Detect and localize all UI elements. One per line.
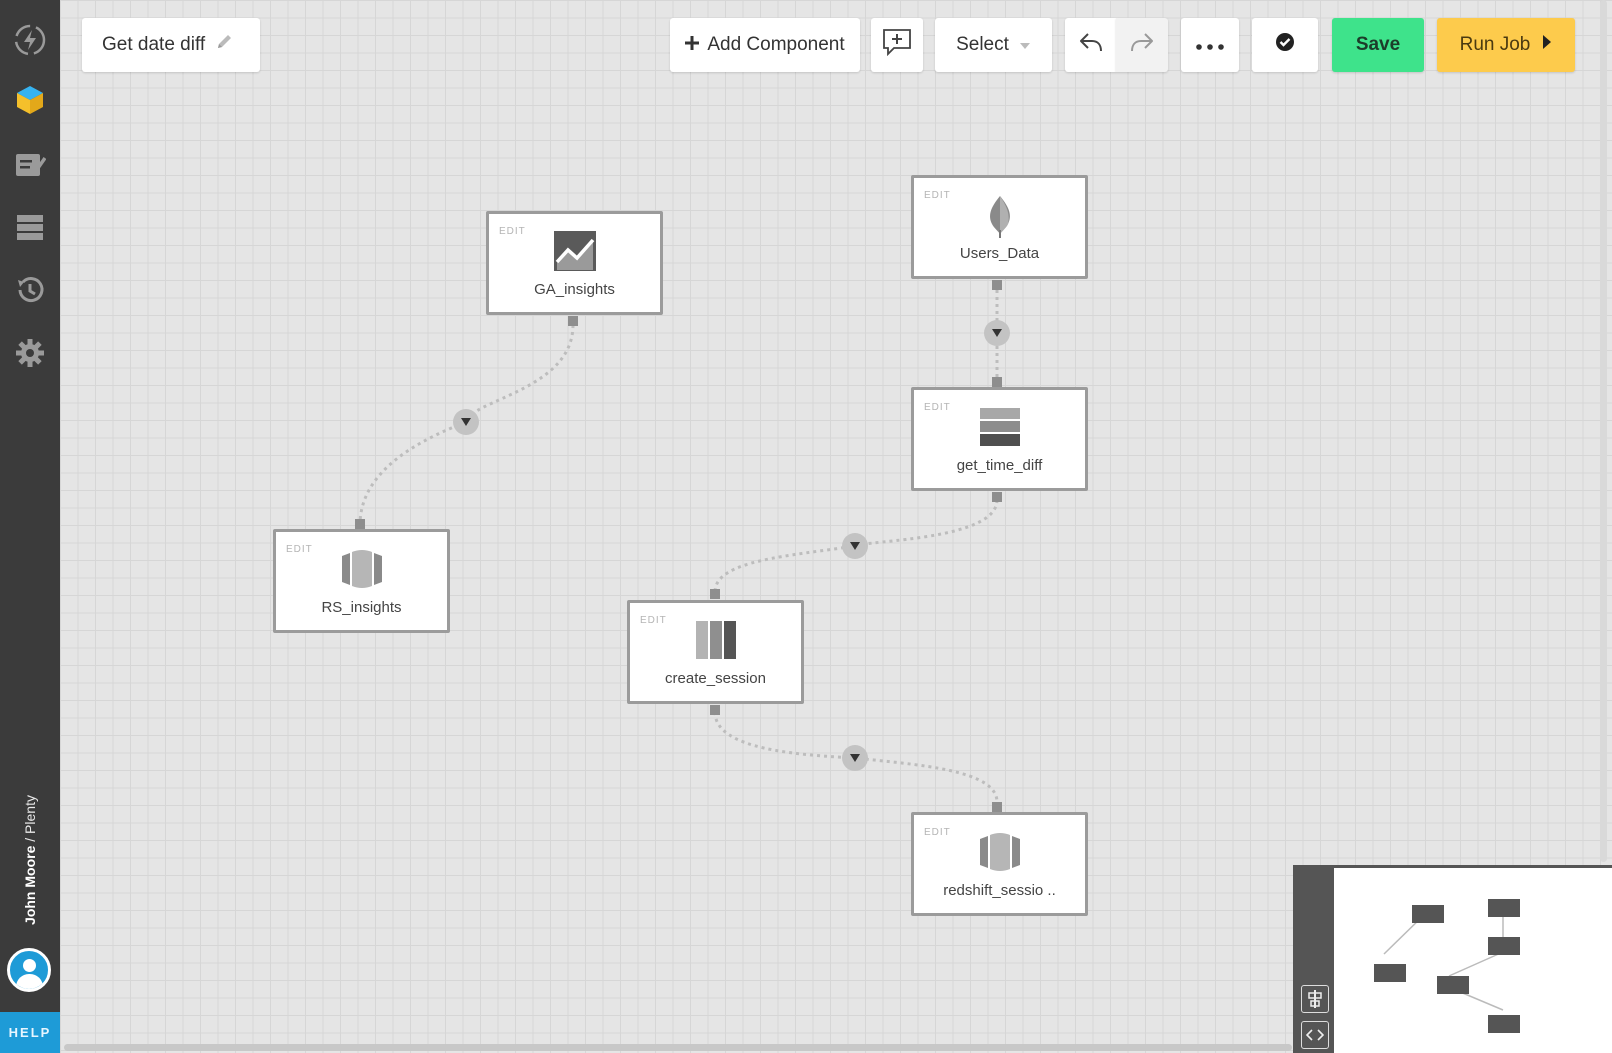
analytics-icon xyxy=(553,230,597,277)
redo-button[interactable] xyxy=(1116,18,1168,72)
mongodb-leaf-icon xyxy=(986,194,1014,243)
node-label: Users_Data xyxy=(959,245,1040,262)
run-job-label: Run Job xyxy=(1459,34,1531,55)
help-button[interactable]: HELP xyxy=(0,1012,60,1053)
gear-icon[interactable] xyxy=(10,333,50,373)
minimap-node xyxy=(1374,964,1406,982)
minimap-node xyxy=(1488,899,1520,917)
job-title-text: Get date diff xyxy=(102,34,206,55)
history-icon[interactable] xyxy=(10,270,50,310)
edge-toggle-session-redshift[interactable] xyxy=(842,745,868,771)
node-output-port[interactable] xyxy=(710,705,720,715)
node-label: get_time_diff xyxy=(956,457,1043,474)
validate-button[interactable] xyxy=(1252,18,1318,72)
undo-button[interactable] xyxy=(1065,18,1116,72)
save-button[interactable]: Save xyxy=(1332,18,1424,72)
code-icon[interactable] xyxy=(1301,1021,1329,1049)
node-redshift-session[interactable]: EDIT redshift_sessio .. xyxy=(911,812,1088,916)
comment-plus-icon xyxy=(882,28,912,62)
edge-toggle-timediff-session[interactable] xyxy=(842,533,868,559)
node-label: create_session xyxy=(665,670,766,687)
lightning-icon[interactable] xyxy=(10,20,50,60)
database-icon[interactable] xyxy=(10,207,50,247)
columns-icon xyxy=(694,619,738,666)
node-input-port[interactable] xyxy=(355,519,365,529)
vertical-scrollbar[interactable] xyxy=(1600,0,1607,862)
node-label: redshift_sessio .. xyxy=(943,882,1056,899)
edge-toggle-ga-rs[interactable] xyxy=(453,409,479,435)
select-label: Select xyxy=(956,34,1009,55)
add-component-label: Add Component xyxy=(707,34,845,55)
node-input-port[interactable] xyxy=(992,377,1002,387)
node-ga-insights[interactable]: EDIT GA_insights xyxy=(486,211,663,315)
node-output-port[interactable] xyxy=(568,316,578,326)
node-users-data[interactable]: EDIT Users_Data xyxy=(911,175,1088,279)
node-edit-label[interactable]: EDIT xyxy=(640,615,667,626)
minimap-node xyxy=(1437,976,1469,994)
job-title[interactable]: Get date diff xyxy=(82,18,260,72)
run-job-button[interactable]: Run Job xyxy=(1437,18,1575,72)
check-circle-icon xyxy=(1275,32,1295,58)
add-component-button[interactable]: Add Component xyxy=(670,18,860,72)
org-name: Plenty xyxy=(22,795,38,834)
user-name: John Moore xyxy=(22,845,38,925)
cube-icon[interactable] xyxy=(10,80,50,120)
select-dropdown[interactable]: Select xyxy=(935,18,1052,72)
minimap-node xyxy=(1412,905,1444,923)
minimap-node xyxy=(1488,1015,1520,1033)
edge-toggle-users-timediff[interactable] xyxy=(984,320,1010,346)
node-output-port[interactable] xyxy=(992,492,1002,502)
add-comment-button[interactable] xyxy=(871,18,923,72)
node-edit-label[interactable]: EDIT xyxy=(286,544,313,555)
sidebar: John Moore / Plenty HELP xyxy=(0,0,60,1053)
node-rs-insights[interactable]: EDIT RS_insights xyxy=(273,529,450,633)
stack-icon xyxy=(978,406,1022,453)
redo-icon xyxy=(1129,31,1155,59)
checklist-icon[interactable] xyxy=(10,144,50,184)
horizontal-scrollbar[interactable] xyxy=(64,1044,1292,1051)
minimap-node xyxy=(1488,937,1520,955)
name-separator: / xyxy=(22,833,38,846)
pencil-icon[interactable] xyxy=(215,33,233,57)
node-output-port[interactable] xyxy=(992,280,1002,290)
align-icon[interactable] xyxy=(1301,985,1329,1013)
node-edit-label[interactable]: EDIT xyxy=(924,190,951,201)
node-label: GA_insights xyxy=(534,281,615,298)
minimap-controls xyxy=(1296,868,1334,1053)
play-icon xyxy=(1542,34,1552,56)
minimap[interactable] xyxy=(1293,865,1612,1053)
node-edit-label[interactable]: EDIT xyxy=(924,402,951,413)
more-options-button[interactable] xyxy=(1181,18,1239,72)
plus-icon xyxy=(685,34,700,56)
node-edit-label[interactable]: EDIT xyxy=(924,827,951,838)
chevron-down-icon xyxy=(1019,34,1031,56)
undo-icon xyxy=(1078,31,1104,59)
node-edit-label[interactable]: EDIT xyxy=(499,226,526,237)
ellipsis-icon xyxy=(1196,34,1224,56)
node-input-port[interactable] xyxy=(992,802,1002,812)
user-org-label[interactable]: John Moore / Plenty xyxy=(15,780,45,940)
node-label: RS_insights xyxy=(321,599,402,616)
redshift-icon xyxy=(978,831,1022,878)
node-create-session[interactable]: EDIT create_session xyxy=(627,600,804,704)
node-get-time-diff[interactable]: EDIT get_time_diff xyxy=(911,387,1088,491)
node-input-port[interactable] xyxy=(710,589,720,599)
avatar[interactable] xyxy=(7,948,51,992)
redshift-icon xyxy=(340,548,384,595)
minimap-edges xyxy=(1383,908,1504,1011)
